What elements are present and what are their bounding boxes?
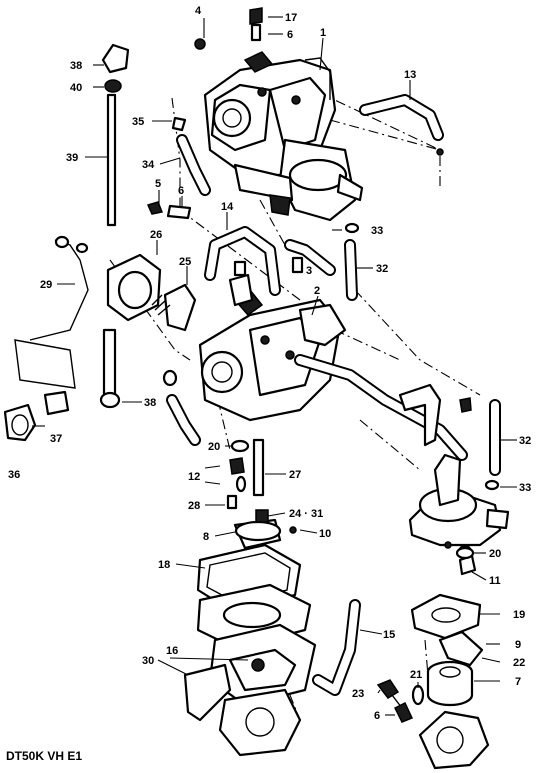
- callout-6: 6: [178, 185, 184, 197]
- callout-27: 27: [289, 469, 301, 481]
- callout-25: 25: [179, 256, 191, 268]
- callout-15: 15: [383, 629, 395, 641]
- callout-40: 40: [70, 82, 82, 94]
- callout-34: 34: [142, 159, 155, 171]
- right-lower-parts: [376, 544, 490, 770]
- lower-gasket-stack: [183, 518, 317, 757]
- callout-12: 12: [188, 471, 200, 483]
- hoses: [166, 94, 501, 696]
- callout-28: 28: [188, 500, 200, 512]
- callout-1: 1: [320, 27, 326, 39]
- lower-carburetor: [198, 273, 347, 422]
- callout-26: 26: [150, 229, 162, 241]
- callout-33: 33: [519, 482, 531, 494]
- fuel-pump-assembly: [398, 383, 510, 549]
- callout-14: 14: [221, 201, 234, 213]
- callout-22: 22: [513, 657, 525, 669]
- callout-32: 32: [376, 263, 388, 275]
- callout-24-31: 24 · 31: [289, 508, 323, 520]
- callout-30: 30: [142, 655, 154, 667]
- callout-35: 35: [132, 116, 144, 128]
- callout-9: 9: [515, 639, 521, 651]
- callout-23: 23: [352, 688, 364, 700]
- callout-33: 33: [371, 225, 383, 237]
- callout-2: 2: [314, 285, 320, 297]
- callout-11: 11: [489, 575, 501, 587]
- callout-4: 4: [195, 5, 202, 17]
- callout-8: 8: [203, 531, 209, 543]
- leader-lines: [32, 16, 517, 716]
- fasteners: [146, 7, 500, 560]
- upper-carburetor: [203, 51, 364, 222]
- callout-10: 10: [319, 528, 331, 540]
- left-side-parts: [3, 43, 197, 442]
- callout-38: 38: [70, 60, 82, 72]
- callout-6: 6: [287, 29, 293, 41]
- diagram-code: DT50K VH E1: [6, 749, 82, 763]
- callout-18: 18: [158, 559, 170, 571]
- callout-16: 16: [166, 645, 178, 657]
- callout-13: 13: [404, 69, 416, 81]
- callout-6: 6: [374, 710, 380, 722]
- callout-3: 3: [306, 265, 312, 277]
- callout-36: 36: [8, 469, 20, 481]
- callout-7: 7: [515, 676, 521, 688]
- callout-5: 5: [155, 178, 161, 190]
- callout-37: 37: [50, 433, 62, 445]
- callout-20: 20: [208, 441, 220, 453]
- callout-labels: 4 17 6 1 38 40 13 35 39 34 5 6 14 33 26 …: [8, 5, 531, 722]
- callout-39: 39: [66, 152, 78, 164]
- callout-29: 29: [40, 279, 52, 291]
- callout-20: 20: [489, 548, 501, 560]
- callout-17: 17: [285, 12, 297, 24]
- callout-32: 32: [519, 435, 531, 447]
- callout-38: 38: [144, 397, 156, 409]
- callout-19: 19: [513, 609, 525, 621]
- callout-21: 21: [410, 669, 422, 681]
